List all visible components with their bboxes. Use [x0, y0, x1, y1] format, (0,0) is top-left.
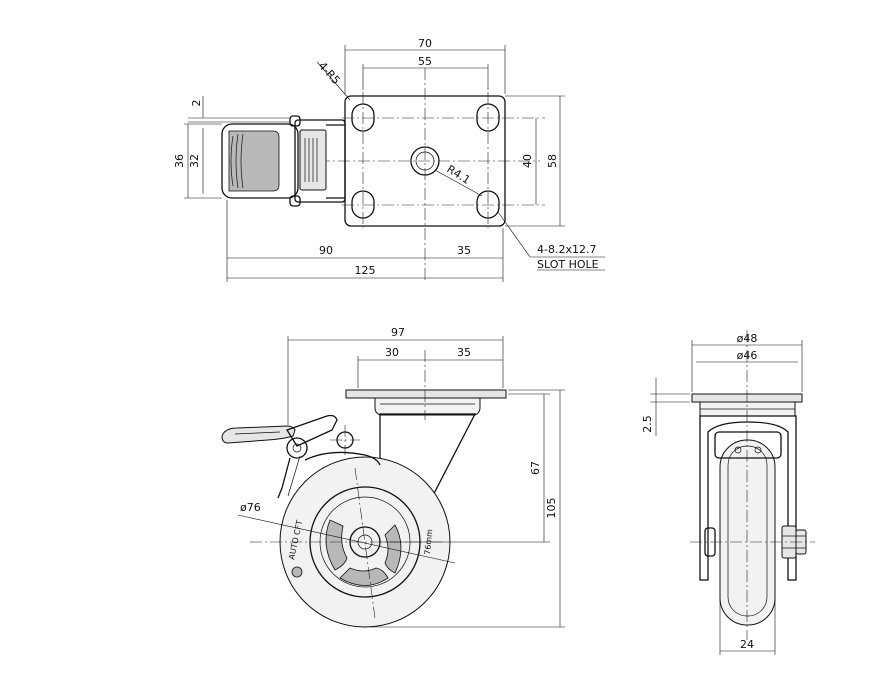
front-view: ø48 ø46 2.5 24 [641, 330, 815, 655]
dim-2-5: 2.5 [641, 415, 654, 433]
dim-dia-46: ø46 [737, 349, 758, 362]
dim-35-side: 35 [457, 346, 471, 359]
dim-dia-48: ø48 [737, 332, 758, 345]
dim-70: 70 [418, 37, 432, 50]
slot-note-line1: 4-8.2x12.7 [537, 243, 596, 256]
dim-24: 24 [740, 638, 754, 651]
dim-2: 2 [190, 100, 203, 107]
dim-67: 67 [529, 461, 542, 475]
dim-55: 55 [418, 55, 432, 68]
top-view: 70 55 4-R5 2 36 32 40 58 R4.1 [173, 37, 605, 282]
front-wheel [719, 439, 776, 626]
dim-125: 125 [355, 264, 376, 277]
front-fork [699, 415, 797, 581]
wheel-logo-icon [291, 566, 303, 578]
dim-30: 30 [385, 346, 399, 359]
top-brake-assembly [221, 115, 346, 207]
dim-36: 36 [173, 154, 186, 168]
dim-58: 58 [546, 154, 559, 168]
side-view: AUTO CFT 76mm 97 30 35 67 105 ø76 [221, 326, 565, 628]
dim-dia-76: ø76 [240, 501, 261, 514]
dim-32: 32 [188, 154, 201, 168]
dim-35-top: 35 [457, 244, 471, 257]
slot-note-line2: SLOT HOLE [537, 258, 599, 271]
side-brake-lever [221, 414, 381, 499]
dim-4-r5: 4-R5 [316, 59, 343, 87]
side-bearing [374, 397, 481, 416]
dim-97: 97 [391, 326, 405, 339]
dim-40: 40 [521, 154, 534, 168]
dim-90: 90 [319, 244, 333, 257]
dim-105: 105 [545, 498, 558, 519]
side-plate [345, 389, 507, 399]
